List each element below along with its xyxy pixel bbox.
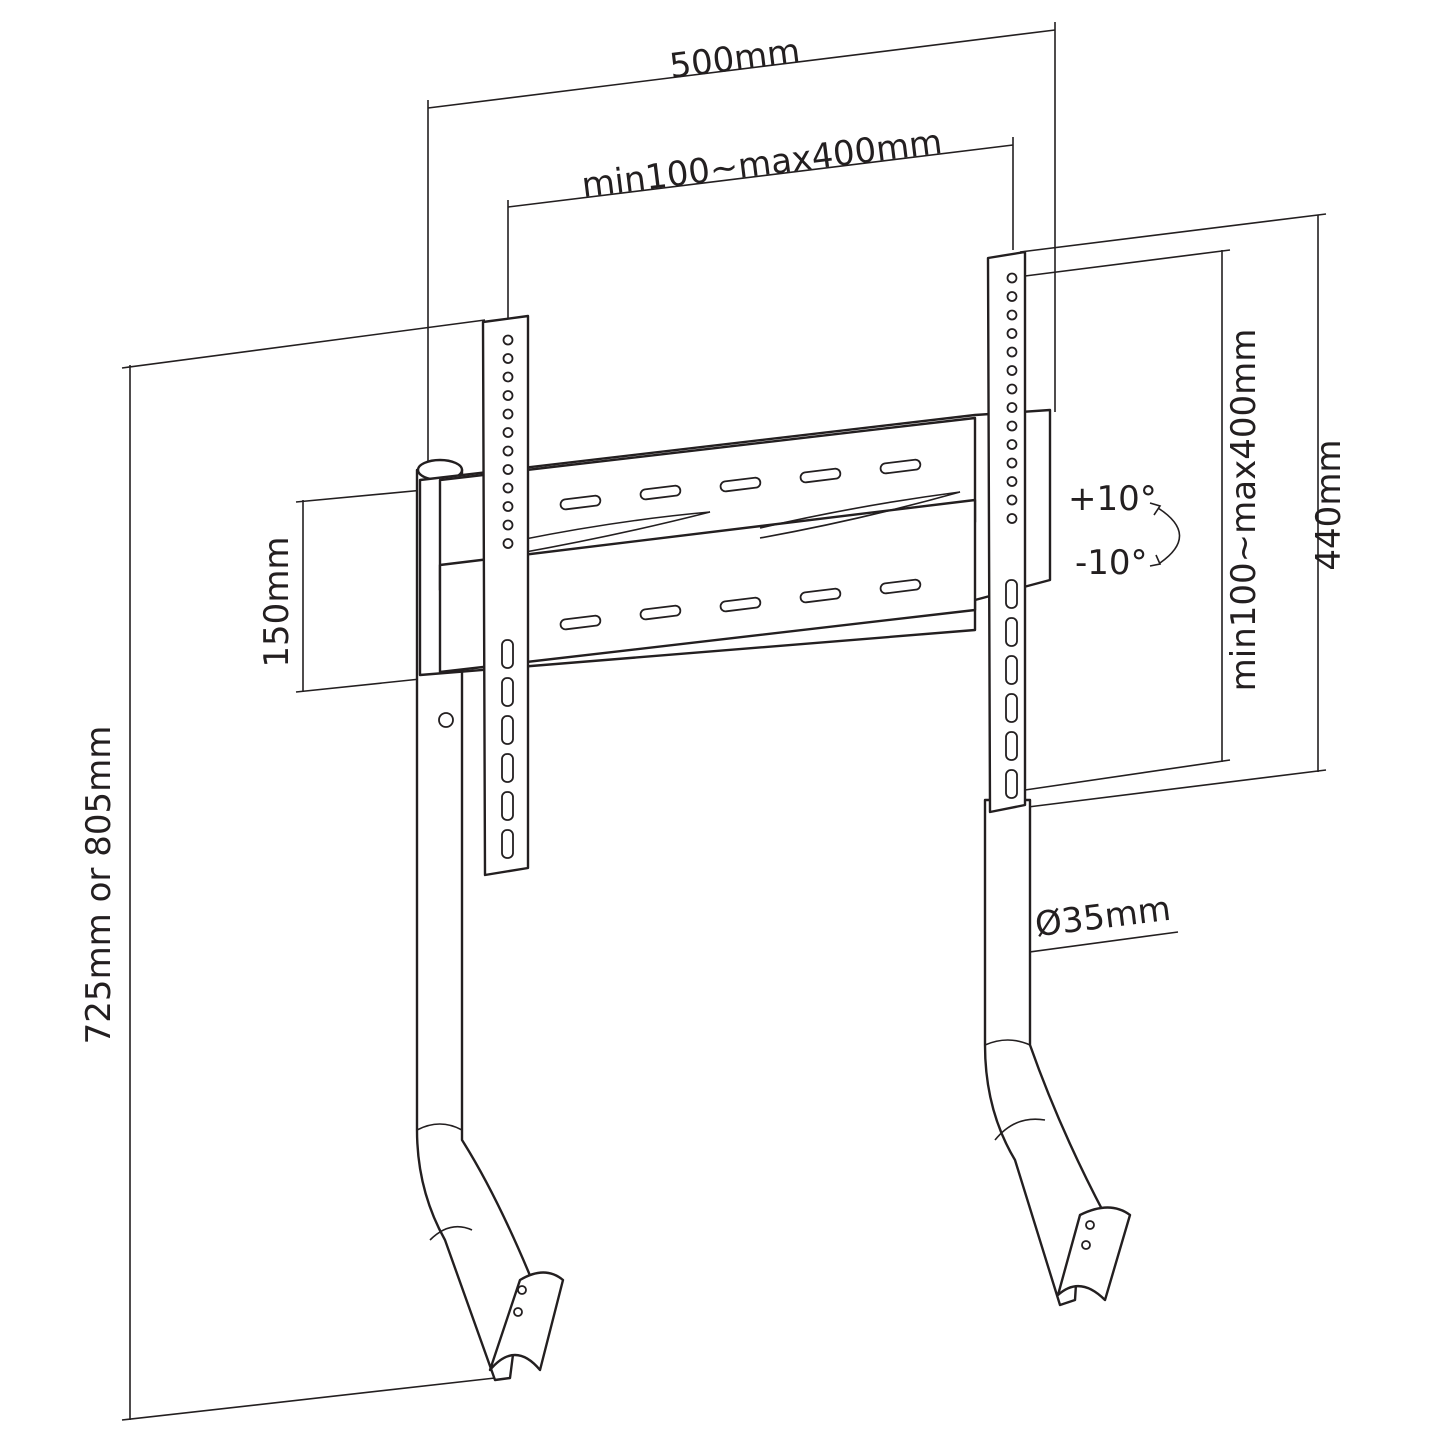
mounting-hole (1006, 309, 1018, 321)
mounting-hole (502, 445, 514, 457)
rail-slot (799, 587, 842, 604)
label-vesa-horizontal: min100~max400mm (579, 122, 944, 206)
rail-slot (799, 467, 842, 484)
mounting-slot (1005, 655, 1018, 685)
mounting-slot (1005, 769, 1018, 799)
rail-slot (719, 476, 762, 493)
mounting-hole (1006, 402, 1018, 413)
label-150mm: 150mm (257, 536, 297, 667)
mounting-slot (501, 677, 514, 707)
mounting-hole (1006, 513, 1018, 524)
mounting-hole (502, 390, 514, 401)
mounting-hole (1006, 365, 1018, 376)
rail-slot (639, 484, 682, 501)
mounting-slot (1005, 693, 1018, 723)
mounting-hole (1006, 476, 1018, 487)
mounting-hole (502, 353, 514, 364)
mounting-hole (1006, 439, 1018, 450)
mounting-hole (1006, 291, 1018, 302)
left-foot-bracket (488, 1271, 565, 1372)
dimension-440mm: 440mm (1019, 213, 1349, 809)
mounting-rails (418, 408, 1052, 677)
mounting-hole (502, 501, 514, 512)
mounting-hole (502, 371, 514, 383)
dimension-vesa-vertical: min100~max400mm (1024, 249, 1264, 791)
mounting-hole (502, 408, 514, 420)
mounting-hole (1006, 272, 1018, 284)
rail-slot (559, 494, 602, 511)
label-440mm: 440mm (1309, 439, 1349, 570)
label-tilt-up: +10° (1068, 479, 1157, 519)
tilt-indicator: +10° -10° (1068, 479, 1181, 583)
dimension-stand-height: 725mm or 805mm (79, 319, 496, 1421)
mounting-hole (1006, 420, 1018, 432)
mounting-slot (501, 639, 514, 669)
mounting-slot (1005, 731, 1018, 761)
label-vesa-vertical: min100~max400mm (1224, 329, 1264, 692)
mounting-slot (1005, 579, 1018, 609)
mounting-hole (1006, 328, 1018, 339)
right-vertical-plate (986, 250, 1027, 814)
rail-slot (879, 458, 922, 475)
mounting-hole (502, 464, 514, 475)
mounting-hole (502, 427, 514, 438)
label-500mm: 500mm (667, 31, 802, 87)
rail-slot (639, 604, 682, 621)
rail-slot (879, 578, 922, 595)
label-stand-height: 725mm or 805mm (79, 726, 119, 1045)
left-pole (415, 458, 565, 1382)
mounting-hole (1006, 457, 1018, 469)
mounting-hole (1006, 494, 1018, 506)
mounting-hole (502, 538, 514, 549)
mounting-hole (502, 334, 514, 346)
dimension-150mm: 150mm (257, 487, 446, 693)
mounting-hole (1006, 383, 1018, 395)
mounting-slot (501, 829, 514, 859)
left-vertical-plate (481, 314, 530, 877)
mounting-slot (501, 753, 514, 783)
rail-slot (559, 614, 602, 631)
mounting-hole (502, 482, 514, 494)
right-pole (983, 798, 1132, 1307)
dimension-vesa-horizontal: min100~max400mm (507, 122, 1014, 318)
mounting-slot (501, 791, 514, 821)
label-tilt-down: -10° (1075, 543, 1148, 583)
tilt-arrow-icon (1157, 507, 1181, 564)
rail-slot (719, 596, 762, 613)
mounting-slot (1005, 617, 1018, 647)
mounting-hole (502, 519, 514, 531)
right-foot-bracket (1056, 1206, 1132, 1302)
mounting-hole (1006, 346, 1018, 358)
mounting-slot (501, 715, 514, 745)
label-pole-diameter: Ø35mm (1033, 889, 1173, 945)
